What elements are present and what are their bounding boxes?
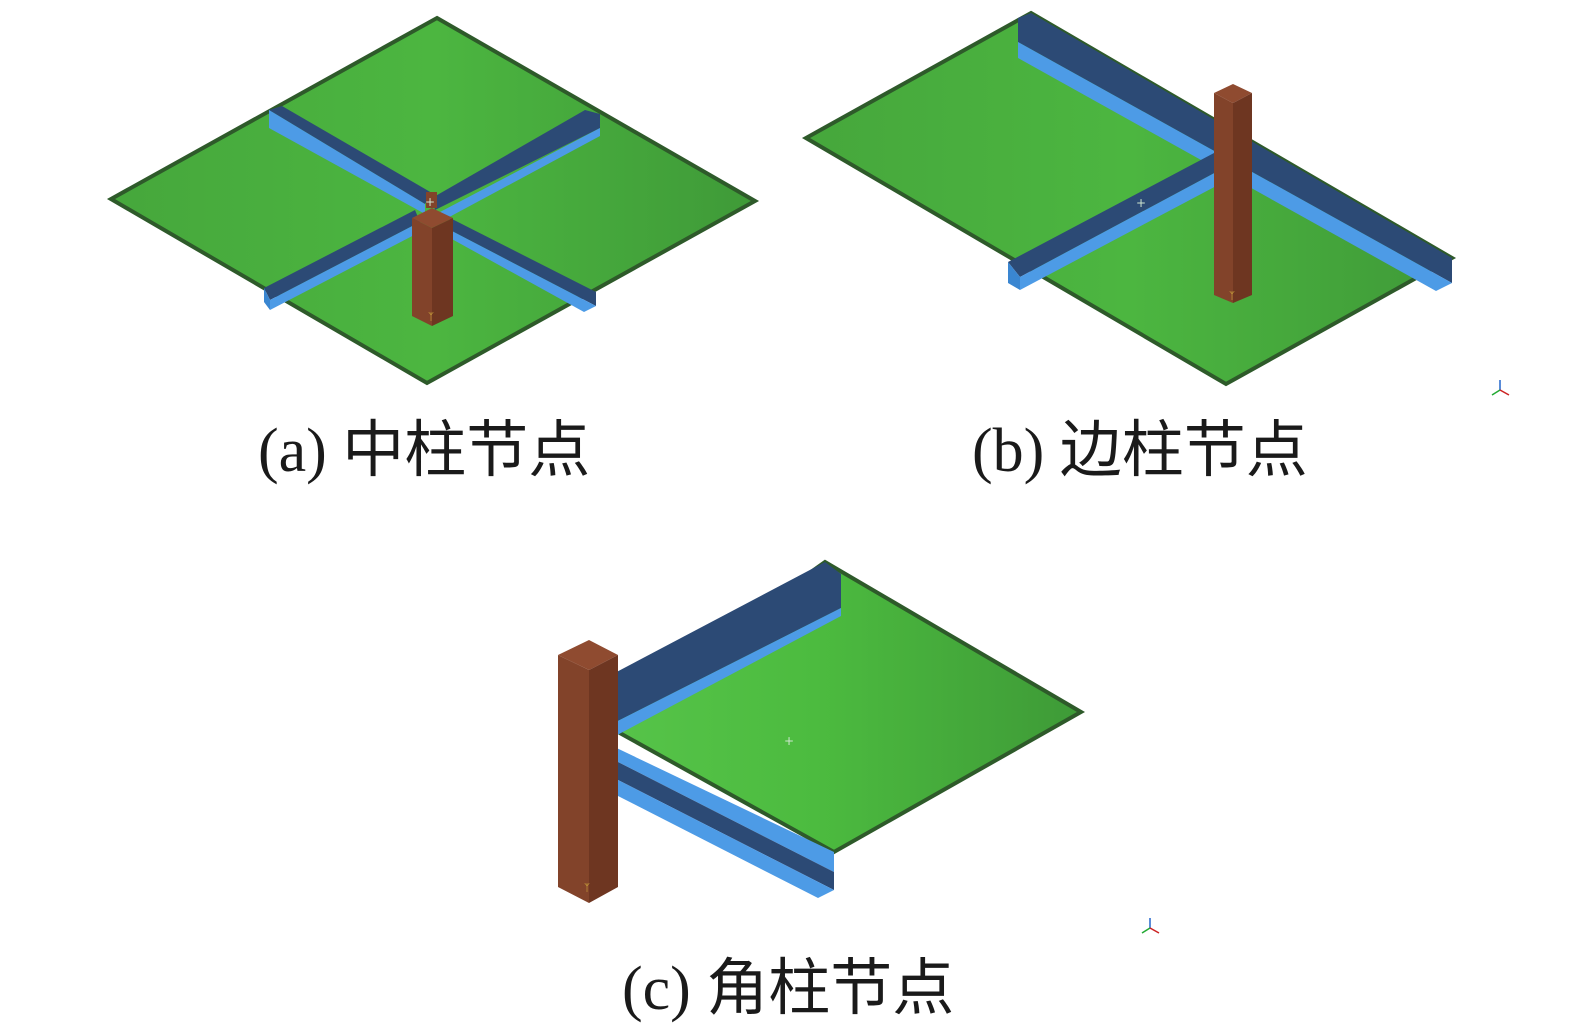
panel-a-column-stub bbox=[426, 192, 437, 208]
panel-a-beam-ne-face bbox=[440, 128, 600, 222]
axis-triad-icon bbox=[1491, 380, 1510, 396]
panel-a-interior-joint: ᛉ + bbox=[106, 15, 760, 386]
panel-b-cross-beam-bottom bbox=[1020, 170, 1220, 290]
panel-c-beam-upper-face bbox=[590, 608, 841, 742]
panel-a-beam-sw-top bbox=[264, 210, 420, 300]
panel-a-column-front bbox=[412, 218, 432, 326]
axis-triad-icon bbox=[1141, 918, 1160, 934]
panel-b-cross-beam-top bbox=[1008, 153, 1220, 277]
panel-a-beam-sw-face bbox=[264, 288, 270, 310]
caption-panel-b: (b) 边柱节点 bbox=[972, 417, 1308, 485]
panel-c-beam-lower-face bbox=[618, 780, 834, 898]
panel-b-column-front bbox=[1214, 93, 1233, 303]
caption-panel-a: (a) 中柱节点 bbox=[258, 417, 591, 485]
panel-b-column-top bbox=[1214, 84, 1252, 103]
panel-a-node-marker: ᛉ bbox=[428, 312, 434, 323]
panel-a-beam-se-face bbox=[450, 230, 596, 312]
panel-c-column-top bbox=[558, 640, 618, 670]
panel-a-beam-nw-top bbox=[269, 106, 432, 204]
panel-c-beam-lower-front bbox=[618, 762, 834, 890]
panel-a-center-marker: + bbox=[425, 195, 435, 209]
panel-c-beam-lower-bottom bbox=[604, 742, 834, 872]
panel-c-center-marker: + bbox=[784, 734, 794, 748]
panel-b-node-marker: ᛉ bbox=[1229, 291, 1235, 302]
panel-a-column-top bbox=[412, 208, 453, 228]
panel-a-column-side bbox=[432, 218, 453, 326]
panel-a-beam-ne-top bbox=[432, 110, 600, 210]
panel-c-column-side bbox=[589, 655, 618, 903]
panel-a-beam-nw-face bbox=[269, 110, 425, 214]
panel-a-beam-sw-bottom bbox=[270, 222, 420, 310]
panel-c-beam-upper-front bbox=[590, 562, 841, 735]
panel-b-cross-beam-face bbox=[1008, 262, 1020, 290]
panel-c-column-front bbox=[558, 655, 589, 903]
caption-panel-c: (c) 角柱节点 bbox=[622, 955, 955, 1023]
panel-c-node-marker: ᛉ bbox=[584, 883, 590, 894]
panel-c-corner-joint: ᛉ + bbox=[558, 559, 1086, 903]
panel-b-center-marker: + bbox=[1136, 196, 1146, 210]
panel-a-beam-se-top bbox=[450, 218, 596, 306]
panel-b-column-side bbox=[1233, 93, 1252, 303]
panel-b-edge-joint: ᛉ + bbox=[801, 10, 1457, 387]
